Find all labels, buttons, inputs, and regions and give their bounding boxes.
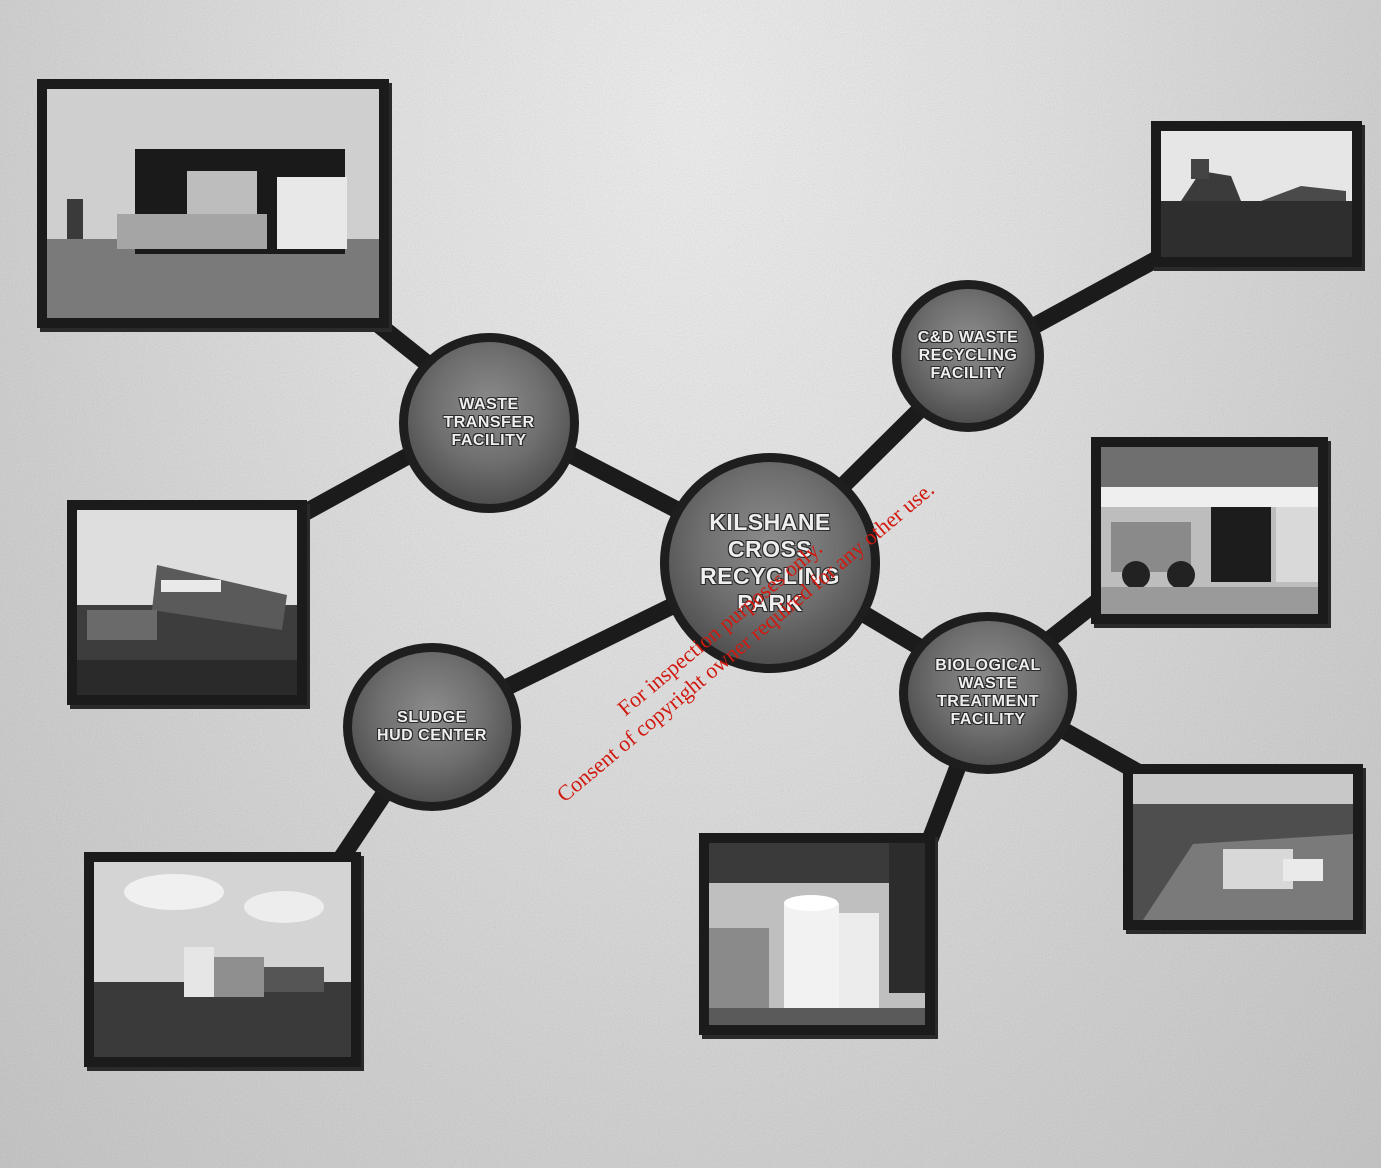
transfer-building-photo [37,79,389,328]
transfer-trucks-photo [67,500,307,705]
cd-waste-recycling-facility-node: C&D WASTE RECYCLING FACILITY [892,280,1044,432]
biological-loader-photo [1091,437,1328,624]
kilshane-cross-recycling-park-node: KILSHANE CROSS RECYCLING PARK [660,453,880,673]
waste-transfer-facility-node: WASTE TRANSFER FACILITY [399,333,579,513]
sludge-hud-center-label: SLUDGE HUD CENTER [377,709,487,744]
kilshane-cross-recycling-park-label: KILSHANE CROSS RECYCLING PARK [700,508,840,617]
biological-tanks-photo [699,833,935,1035]
sludge-hud-center-node: SLUDGE HUD CENTER [343,643,521,811]
biological-waste-treatment-facility-label: BIOLOGICAL WASTE TREATMENT FACILITY [935,657,1041,728]
biological-waste-treatment-facility-node: BIOLOGICAL WASTE TREATMENT FACILITY [899,612,1077,774]
sludge-plant-photo [84,852,361,1067]
cd-waste-recycling-facility-label: C&D WASTE RECYCLING FACILITY [917,329,1019,382]
waste-transfer-facility-label: WASTE TRANSFER FACILITY [443,396,535,449]
cd-machinery-photo [1151,121,1362,267]
biological-aerial-photo [1123,764,1363,930]
